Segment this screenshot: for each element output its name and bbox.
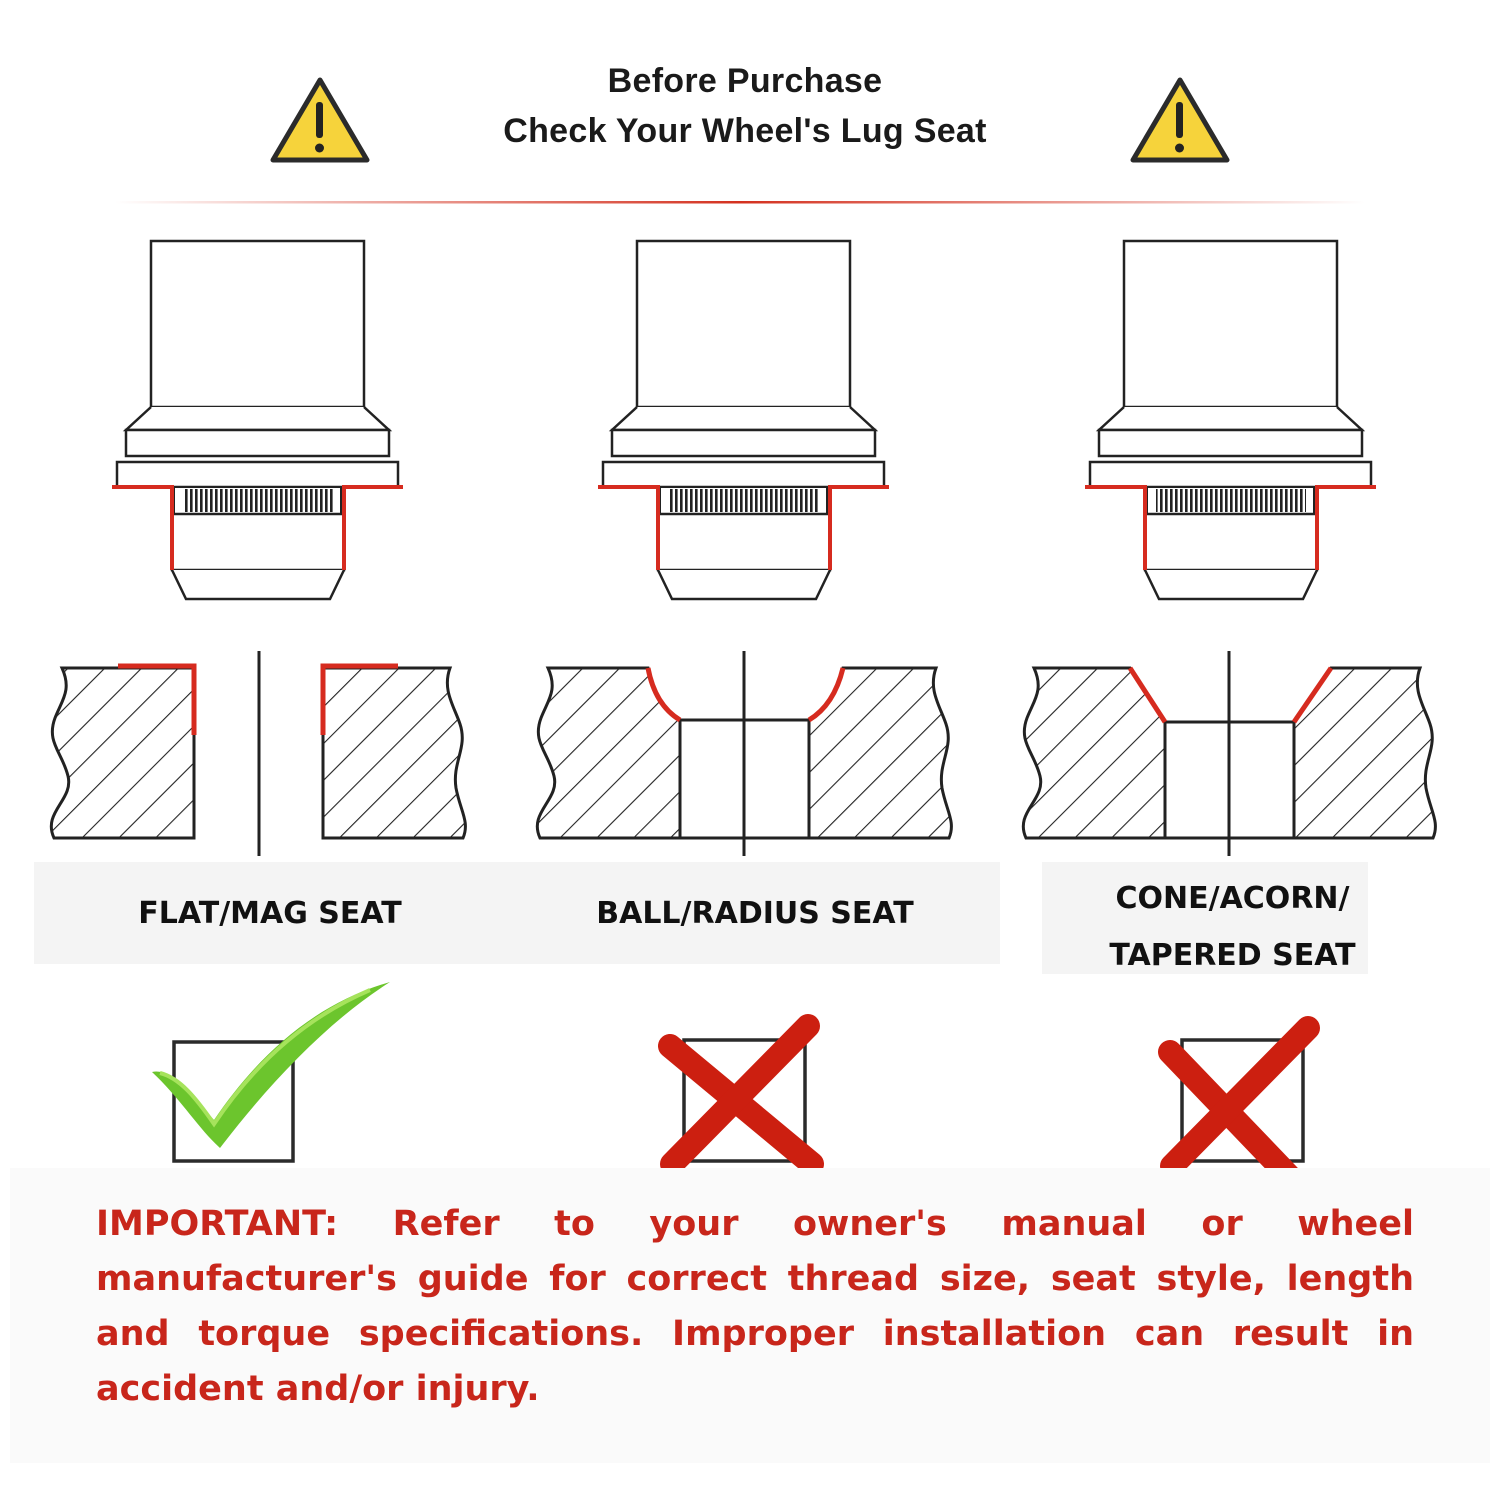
wheel-section-flat-seat — [49, 651, 467, 856]
seat-label-cone-line1: CONE/ACORN/ — [1115, 881, 1350, 916]
lug-nut-ball-seat — [598, 239, 889, 601]
check-mark-icon — [152, 982, 390, 1163]
wheel-section-ball-seat — [535, 651, 953, 856]
seat-label-cone-line2: TAPERED SEAT — [1109, 938, 1356, 973]
header-divider — [115, 201, 1365, 204]
header-title-line1: Before Purchase — [607, 62, 883, 100]
lug-nut-flat-seat — [112, 239, 403, 601]
cross-mark-icon — [658, 1014, 824, 1176]
wheel-section-cone-seat — [1021, 651, 1437, 856]
warning-triangle-icon — [1130, 77, 1230, 163]
header-title-line2: Check Your Wheel's Lug Seat — [503, 112, 987, 150]
seat-label-flat: FLAT/MAG SEAT — [138, 896, 402, 931]
seat-label-ball: BALL/RADIUS SEAT — [596, 896, 914, 931]
important-notice: IMPORTANT: Refer to your owner's manual … — [96, 1204, 1414, 1409]
warning-triangle-icon — [270, 77, 370, 163]
lug-nut-cone-seat — [1085, 239, 1376, 601]
